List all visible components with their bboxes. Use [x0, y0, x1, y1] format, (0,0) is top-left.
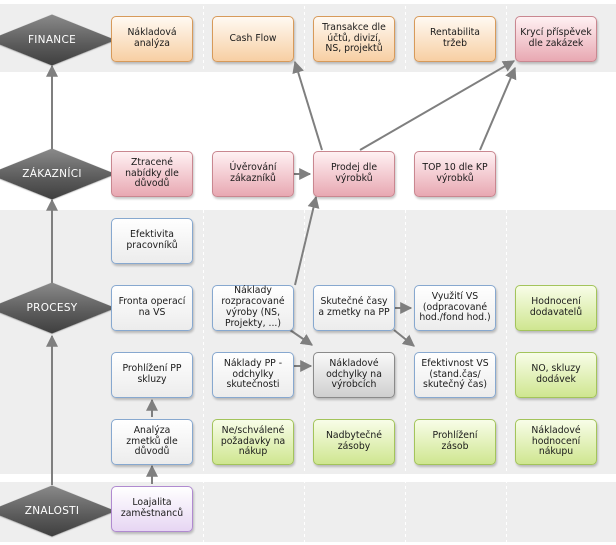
level-finance-label: FINANCE [27, 34, 77, 46]
box-top10: TOP 10 dle KP výrobků [414, 151, 496, 197]
arrow-prodej-kryci [359, 60, 516, 151]
box-skutecne-casy: Skutečné časy a zmetky na PP [313, 285, 395, 331]
arrow-skutecne-efektivnost [393, 329, 415, 347]
box-naklady-rozpracovane: Náklady rozpracované výroby (NS, Projekt… [212, 285, 294, 331]
box-efektivita: Efektivita pracovníků [111, 218, 193, 264]
box-cash-flow: Cash Flow [212, 16, 294, 62]
box-neschvalene: Ne/schválené požadavky na nákup [212, 419, 294, 465]
level-zakaznici-label: ZÁKAZNÍCI [22, 168, 82, 180]
box-transakce: Transakce dle účtů, divizí, NS, projektů [313, 16, 395, 62]
box-efektivnost-vs: Efektivnost VS (stand.čas/ skutečný čas) [414, 352, 496, 398]
box-prohlizeni-zasob: Prohlížení zásob [414, 419, 496, 465]
box-fronta: Fronta operací na VS [111, 285, 193, 331]
box-ztracene-nabidky: Ztracené nabídky dle důvodů [111, 151, 193, 197]
level-procesy-label: PROCESY [26, 302, 78, 314]
box-analyza-zmetku: Analýza zmetků dle důvodů [111, 419, 193, 465]
arrow-naklady-prodej [294, 195, 320, 286]
column-divider [203, 0, 204, 545]
box-hodnoceni-dodavatelu: Hodnocení dodavatelů [515, 285, 597, 331]
box-prohlizeni-pp: Prohlížení PP skluzy [111, 352, 193, 398]
box-nakladove-hodnoceni: Nákladové hodnocení nákupu [515, 419, 597, 465]
box-no-skluzy: NO, skluzy dodávek [515, 352, 597, 398]
arrow-top10-kryci [479, 66, 517, 151]
box-nakladove-odchylky: Nákladové odchylky na výrobcích [313, 352, 395, 398]
box-loajalita: Loajalita zaměstnanců [111, 486, 193, 532]
box-nakladova-analyza: Nákladová analýza [111, 16, 193, 62]
level-znalosti-label: ZNALOSTI [24, 505, 80, 517]
box-rentabilita: Rentabilita tržeb [414, 16, 496, 62]
box-naklady-pp: Náklady PP - odchylky skutečnosti [212, 352, 294, 398]
box-prodej: Prodej dle výrobků [313, 151, 395, 197]
box-vyuziti-vs: Využití VS (odpracované hod./fond hod.) [414, 285, 496, 331]
arrow-prodej-cashflow [292, 60, 323, 151]
box-kryci-prispevek: Krycí příspěvek dle zakázek [515, 16, 597, 62]
column-divider [405, 0, 406, 545]
box-nadbytecne: Nadbytečné zásoby [313, 419, 395, 465]
arrow-naklady-rozprac-odchylky [289, 329, 313, 346]
box-uverovani: Úvěrování zákazníků [212, 151, 294, 197]
column-divider [304, 0, 305, 545]
column-divider [506, 0, 507, 545]
